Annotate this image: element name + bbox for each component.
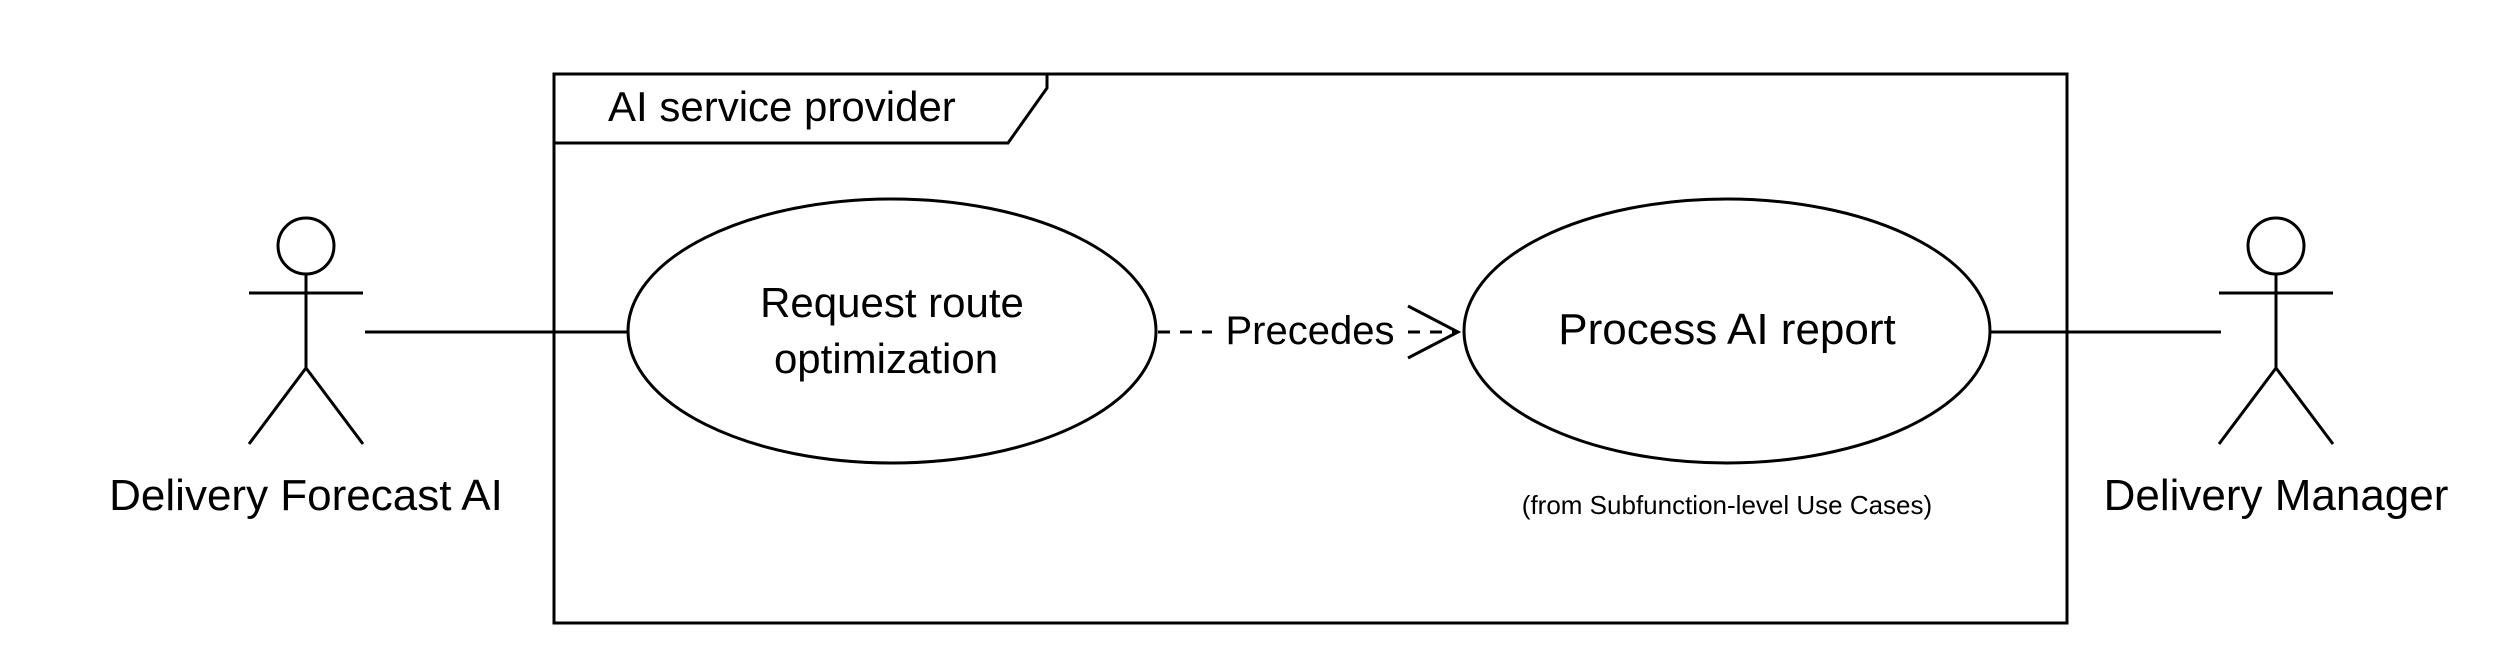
actor-delivery-forecast-ai[interactable]: Delivery Forecast AI xyxy=(109,216,503,520)
use-case-request-route-optimization[interactable]: Request route optimization xyxy=(626,197,1158,465)
stick-figure-icon xyxy=(247,216,365,445)
system-boundary-title: AI service provider xyxy=(608,83,956,130)
use-case-label-line-2: optimization xyxy=(774,335,998,382)
system-boundary-tab xyxy=(554,74,1049,145)
use-case-ellipse xyxy=(1462,197,1992,465)
use-case-process-ai-report[interactable]: Process AI report (from Subfunction-leve… xyxy=(1462,197,1992,520)
actor-delivery-manager[interactable]: Delivery Manager xyxy=(2104,216,2449,520)
use-case-label-line-1: Request route xyxy=(760,279,1024,326)
use-case-label: Process AI report xyxy=(1558,305,1895,354)
actor-name: Delivery Manager xyxy=(2104,471,2449,520)
stick-figure-icon xyxy=(2217,216,2335,445)
use-case-ellipse xyxy=(626,197,1158,465)
dependency-label: Precedes xyxy=(1226,309,1395,353)
dependency-arrowhead xyxy=(1407,304,1462,360)
system-boundary-frame xyxy=(552,72,2069,625)
actor-name: Delivery Forecast AI xyxy=(109,471,503,520)
system-boundary: AI service provider xyxy=(552,72,2069,625)
relationships: Precedes xyxy=(365,304,2221,360)
use-case-note: (from Subfunction-level Use Cases) xyxy=(1522,490,1932,520)
